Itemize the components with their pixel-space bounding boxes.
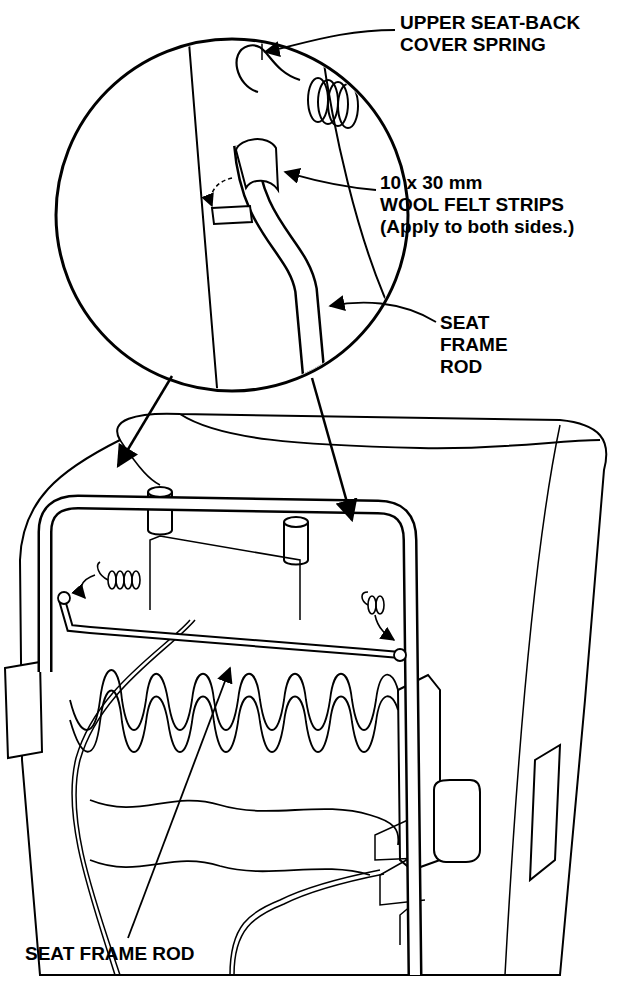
seat-back-part bbox=[120, 440, 160, 485]
cover-spring-part bbox=[98, 562, 108, 580]
detail-circle bbox=[56, 20, 408, 400]
label-line: COVER SPRING bbox=[400, 34, 580, 56]
cover-spring-part bbox=[376, 596, 384, 614]
seat-frame-rod-part bbox=[62, 600, 400, 655]
detail-circle-part-part bbox=[261, 20, 263, 60]
cover-spring bbox=[81, 562, 394, 640]
detail-circle-part-part bbox=[212, 206, 252, 224]
seat-frame-rod-part bbox=[45, 502, 415, 975]
seat-frame-rod-part bbox=[394, 649, 406, 661]
seat-frame-rod-part bbox=[45, 502, 415, 975]
detail-circle-part bbox=[56, 39, 408, 391]
cover-spring-part bbox=[124, 571, 132, 589]
part-label: SEAT FRAME ROD bbox=[25, 943, 195, 965]
headrest-guide-part bbox=[150, 536, 300, 620]
leader-line-part bbox=[285, 172, 376, 190]
zigzag-spring bbox=[70, 670, 398, 875]
wire bbox=[72, 620, 425, 975]
detail-circle-part-part bbox=[338, 84, 358, 128]
headrest-guide-part bbox=[284, 517, 308, 527]
label-line: UPPER SEAT-BACK bbox=[400, 12, 580, 34]
wire-part bbox=[72, 620, 190, 975]
label-line: SEAT bbox=[440, 312, 508, 334]
seat-frame-rod bbox=[45, 502, 415, 975]
seat-back-part bbox=[505, 425, 560, 975]
part-label: SEAT FRAME ROD bbox=[440, 312, 508, 378]
leader-line-part bbox=[128, 668, 230, 938]
leader-line-part bbox=[312, 378, 352, 520]
leader-line-part bbox=[118, 376, 172, 466]
leader-line bbox=[118, 30, 436, 938]
headrest-guide-part bbox=[148, 487, 172, 497]
label-line: 10 x 30 mm bbox=[380, 172, 574, 194]
side-bracket-part bbox=[5, 662, 42, 758]
label-line: SEAT FRAME ROD bbox=[25, 943, 195, 965]
seat-back-part bbox=[180, 414, 600, 448]
detail-circle-part-part bbox=[236, 139, 278, 190]
seat-back-part bbox=[20, 414, 606, 975]
seat-back bbox=[20, 414, 606, 975]
zigzag-spring-part bbox=[90, 860, 370, 875]
side-bracket-part bbox=[434, 780, 480, 862]
seat-frame-rod-part bbox=[58, 592, 70, 604]
cover-spring-part bbox=[108, 571, 116, 589]
zigzag-spring-part bbox=[70, 691, 398, 753]
cover-spring-part bbox=[81, 575, 95, 598]
part-label: 10 x 30 mm WOOL FELT STRIPS (Apply to bo… bbox=[380, 172, 574, 238]
part-label: UPPER SEAT-BACK COVER SPRING bbox=[400, 12, 580, 56]
cover-spring-part bbox=[362, 592, 368, 605]
detail-circle-part-part bbox=[211, 178, 232, 206]
zigzag-spring-part bbox=[90, 800, 398, 845]
cover-spring-part bbox=[132, 571, 140, 589]
label-line: FRAME bbox=[440, 334, 508, 356]
wire-part bbox=[76, 620, 195, 975]
leader-line-part bbox=[265, 30, 395, 52]
cover-spring-part bbox=[375, 615, 394, 640]
seat-frame-rod-part bbox=[62, 600, 400, 655]
seat-back-part bbox=[530, 745, 560, 880]
label-line: ROD bbox=[440, 356, 508, 378]
wire-part bbox=[234, 874, 384, 975]
detail-circle-part-part bbox=[245, 145, 316, 400]
label-line: WOOL FELT STRIPS bbox=[380, 194, 574, 216]
leader-line-part bbox=[330, 303, 436, 322]
label-line: (Apply to both sides.) bbox=[380, 216, 574, 238]
detail-circle-part bbox=[188, 20, 400, 400]
cover-spring-part bbox=[116, 571, 124, 589]
cover-spring-part bbox=[368, 596, 376, 614]
detail-circle-part-part bbox=[245, 145, 316, 400]
